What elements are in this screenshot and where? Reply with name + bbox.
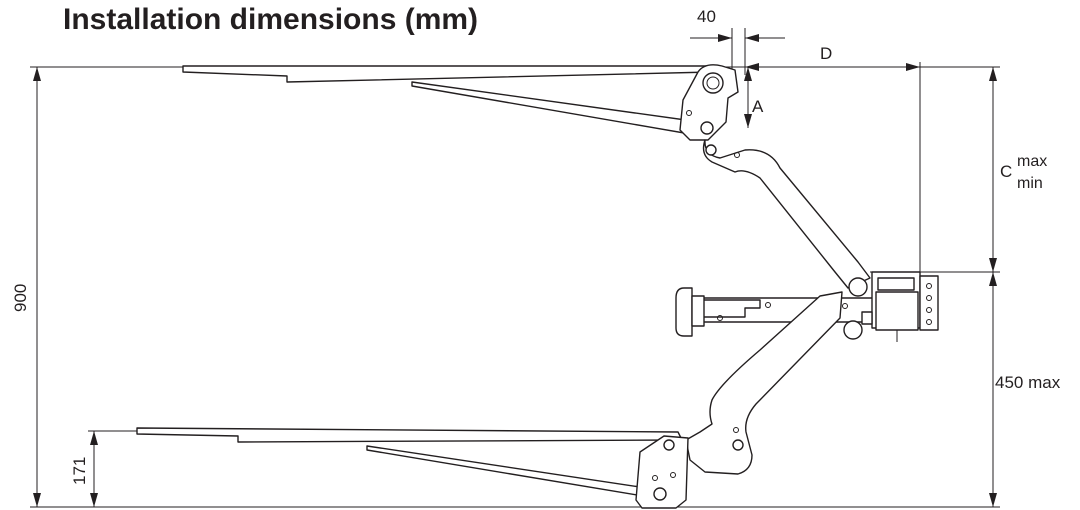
dimension-label-a: A (752, 97, 764, 116)
dimension-label-c-min: min (1017, 175, 1043, 192)
dimension-label-c: C (1000, 162, 1012, 181)
dimension-labels: 40 D A C max min 450 max 900 171 (11, 7, 1061, 485)
dimension-label-450-max: 450 max (995, 373, 1061, 392)
dimension-label-d: D (820, 44, 832, 63)
dimension-label-40: 40 (697, 7, 716, 26)
dimension-label-171: 171 (70, 457, 89, 485)
dimension-label-900: 900 (11, 284, 30, 312)
page-title: Installation dimensions (mm) (63, 3, 479, 36)
lower-armrest (136, 291, 843, 509)
dimension-label-c-max: max (1017, 153, 1047, 170)
upper-armrest (182, 64, 871, 289)
